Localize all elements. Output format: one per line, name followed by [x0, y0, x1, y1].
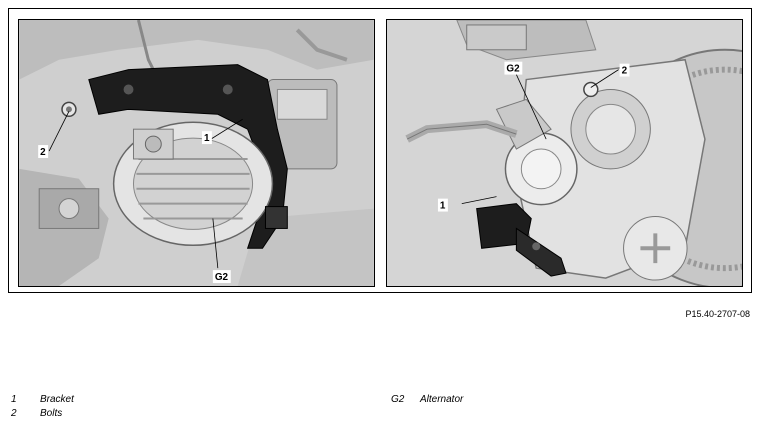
figure-reference-code: P15.40-2707-08	[685, 309, 750, 319]
legend-label: Bolts	[40, 408, 63, 419]
right-illustration-panel: 1 2 G2	[386, 19, 743, 287]
legend-key: G2	[391, 394, 405, 405]
legend-label: Alternator	[420, 394, 464, 405]
left-callout-alternator: G2	[215, 272, 229, 283]
right-callout-alternator: G2	[506, 64, 520, 75]
left-callout-bolts: 2	[40, 147, 46, 158]
right-callout-bolts: 2	[622, 66, 628, 77]
legend-label: Bracket	[40, 394, 74, 405]
left-illustration-panel: 1 2 G2	[18, 19, 375, 287]
left-callout-bracket: 1	[204, 133, 210, 144]
right-engine-illustration: 1 2 G2	[387, 20, 742, 286]
figure-frame: 1 2 G2	[8, 8, 752, 293]
right-callout-bracket: 1	[440, 201, 446, 212]
legend-key: 1	[11, 394, 17, 405]
left-engine-illustration: 1 2 G2	[19, 20, 374, 286]
legend-key: 2	[11, 408, 17, 419]
